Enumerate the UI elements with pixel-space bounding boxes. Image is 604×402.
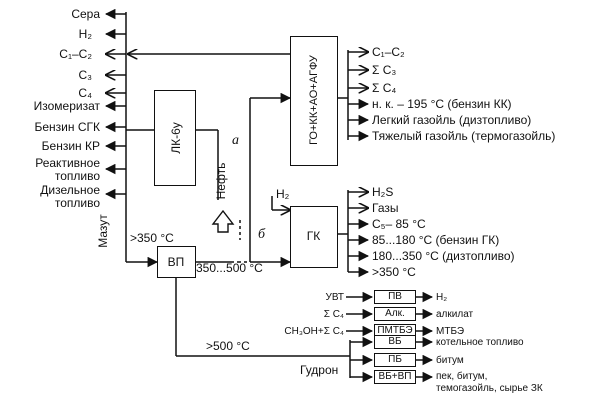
gk-product-c5-85: С₅– 85 °С [372, 217, 426, 231]
product-sulfur: Сера [71, 7, 100, 21]
unit-lk6u-label: ЛК-6у [169, 122, 183, 154]
gk-product-h2s: H₂S [372, 185, 394, 199]
label-mazut-temp: >350 °С [130, 231, 174, 245]
label-h2-gk: H₂ [276, 187, 290, 201]
kk-product-light-gasoil: Легкий газойль (дизтопливо) [372, 113, 532, 127]
product-isomerizate: Изомеризат [33, 99, 100, 113]
label-gudron-temp: >500 °С [206, 339, 250, 353]
gudron-output-0: H₂ [436, 292, 448, 303]
unit-alk: Алк. [374, 307, 416, 321]
unit-vp: ВП [157, 246, 196, 278]
gk-product-350: >350 °С [372, 265, 416, 279]
gudron-output-4: битум [436, 355, 464, 366]
gudron-input-1: Σ С₄ [323, 309, 344, 320]
label-mazut: Мазут [96, 214, 110, 248]
unit-go-kk: ГО+КК+АО+АГФУ [290, 36, 338, 166]
unit-go-kk-label: ГО+КК+АО+АГФУ [308, 55, 320, 145]
unit-vp-label: ВП [167, 255, 185, 269]
product-diesel-2: топливо [54, 196, 100, 210]
gudron-input-2: CH₃OH+Σ С₄ [284, 326, 344, 337]
product-gasoline-kr: Бензин КР [41, 139, 100, 153]
kk-product-heavy-gasoil: Тяжелый газойль (термогазойль) [372, 129, 556, 143]
product-jet-fuel-1: Реактивное [35, 156, 100, 170]
kk-product-c1c2: С₁–С₂ [372, 45, 405, 59]
product-c4: С₄ [78, 86, 92, 100]
label-a: а [232, 133, 239, 148]
unit-pb: ПБ [374, 353, 416, 367]
unit-vb: ВБ [374, 335, 416, 349]
unit-gk-label: ГК [306, 229, 321, 243]
kk-product-gasoline: н. к. – 195 °С (бензин КК) [372, 97, 512, 111]
gudron-output-1: алкилат [436, 309, 474, 320]
label-b: б [258, 227, 266, 242]
product-gasoline-sgk: Бензин СГК [34, 120, 101, 134]
product-jet-fuel-2: топливо [54, 169, 100, 183]
product-c3: С₃ [78, 68, 92, 82]
gudron-output-5b: темогазойль, сырье ЗК [436, 383, 543, 394]
unit-pv: ПВ [374, 290, 416, 304]
neft-arrow [211, 209, 235, 233]
kk-product-c4: Σ С₄ [372, 81, 397, 95]
unit-gk: ГК [290, 206, 338, 268]
product-h2: H₂ [78, 27, 92, 41]
gudron-output-3: котельное топливо [436, 337, 524, 348]
label-gudron: Гудрон [300, 363, 339, 377]
gk-product-gases: Газы [372, 201, 399, 215]
kk-product-c3: Σ С₃ [372, 63, 397, 77]
gk-product-diesel: 180...350 °С (дизтопливо) [372, 249, 515, 263]
unit-lk6u: ЛК-6у [154, 90, 196, 186]
gk-product-gasoline: 85...180 °С (бензин ГК) [372, 233, 500, 247]
unit-vb-vp: ВБ+ВП [374, 370, 416, 384]
product-c1c2: С₁–С₂ [59, 47, 92, 61]
gudron-output-2: МТБЭ [436, 326, 465, 337]
gudron-output-5: пек, битум, [436, 371, 488, 382]
product-diesel-1: Дизельное [40, 183, 100, 197]
gudron-input-0: УВТ [325, 292, 344, 303]
label-vp-temp: 350...500 °С [196, 261, 263, 275]
label-neft: Нефть [214, 162, 228, 200]
